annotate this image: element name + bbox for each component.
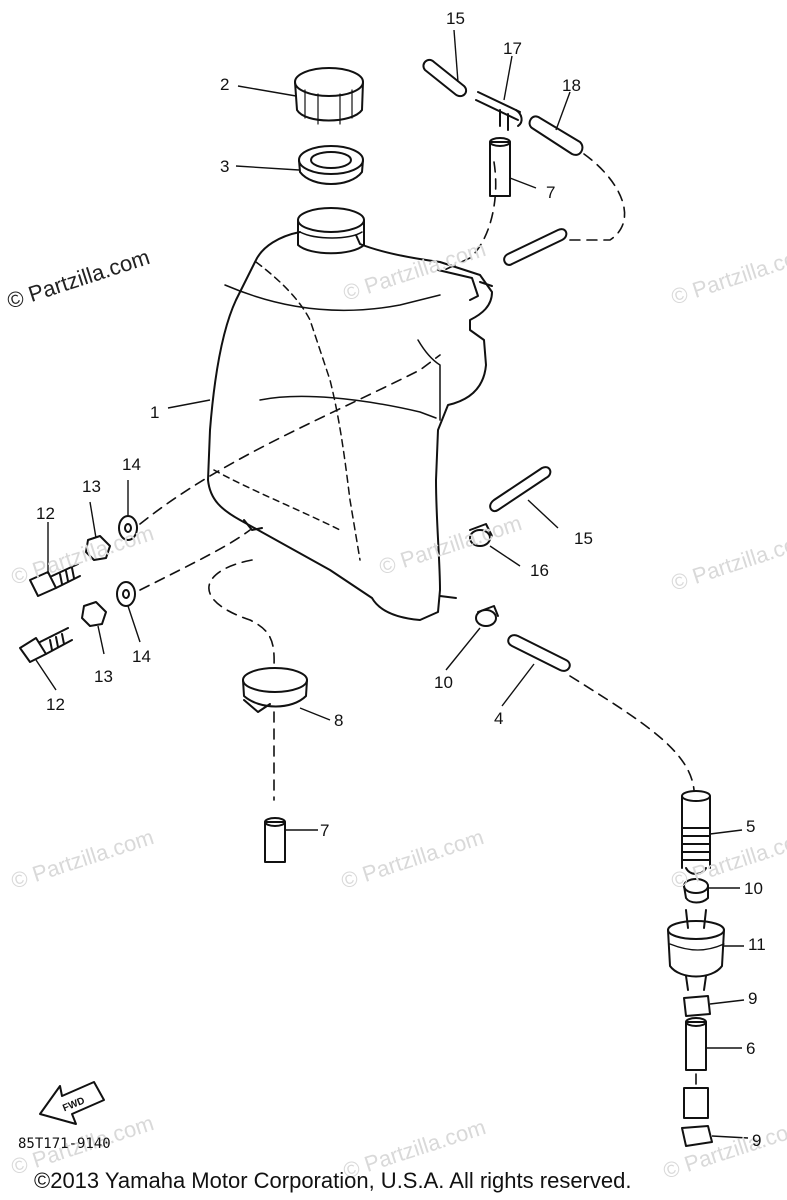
- callout-14: 14: [132, 647, 151, 666]
- fwd-label: FWD: [61, 1096, 86, 1115]
- callout-9: 9: [752, 1131, 762, 1150]
- callout-5: 5: [746, 817, 756, 836]
- callout-15: 15: [574, 529, 593, 548]
- callout-10: 10: [744, 879, 763, 898]
- callout-7: 7: [320, 821, 330, 840]
- callout-6: 6: [746, 1039, 756, 1058]
- filter-11: [667, 909, 725, 991]
- callout-15: 15: [446, 9, 465, 28]
- part-number: 85T171-9140: [18, 1136, 111, 1152]
- nut-13-lower: [81, 601, 107, 627]
- callout-17: 17: [503, 39, 522, 58]
- clamp-10-upper: [475, 605, 499, 627]
- washer-14-lower: [116, 581, 136, 607]
- callout-7: 7: [546, 183, 556, 202]
- clamp-10-lower: [683, 878, 709, 904]
- clamp-9-upper: [683, 995, 711, 1017]
- band-clamp-8: [242, 667, 308, 713]
- callout-2: 2: [220, 75, 230, 94]
- t-joint: [475, 91, 523, 131]
- hose-7-lower: [264, 817, 286, 863]
- accordion-hose-5: [681, 790, 711, 875]
- callout-11: 11: [748, 935, 766, 954]
- callout-13: 13: [94, 667, 113, 686]
- hose-7-top: [489, 137, 511, 197]
- tank-cap: [294, 67, 364, 125]
- oil-tank: [207, 207, 493, 621]
- bolt-12-upper: [29, 563, 81, 597]
- hose-18: [528, 115, 584, 156]
- callout-3: 3: [220, 157, 230, 176]
- clamp-9-lower: [681, 1125, 713, 1147]
- clamp-16: [469, 523, 493, 547]
- gasket: [298, 145, 364, 185]
- callout-1: 1: [150, 403, 160, 422]
- callout-14: 14: [122, 455, 141, 474]
- callout-10: 10: [434, 673, 453, 692]
- hose-15-top: [422, 58, 468, 98]
- hose-6: [685, 1017, 707, 1071]
- bolt-12-lower: [19, 627, 73, 663]
- callout-9: 9: [748, 989, 758, 1008]
- callout-4: 4: [494, 709, 504, 728]
- callout-12: 12: [46, 695, 65, 714]
- nut-13-upper: [85, 535, 111, 561]
- copyright: ©2013 Yamaha Motor Corporation, U.S.A. A…: [34, 1168, 632, 1193]
- fwd-arrow-icon: [39, 1081, 105, 1125]
- callout-16: 16: [530, 561, 549, 580]
- callout-18: 18: [562, 76, 581, 95]
- callout-12: 12: [36, 504, 55, 523]
- callout-13: 13: [82, 477, 101, 496]
- callout-8: 8: [334, 711, 344, 730]
